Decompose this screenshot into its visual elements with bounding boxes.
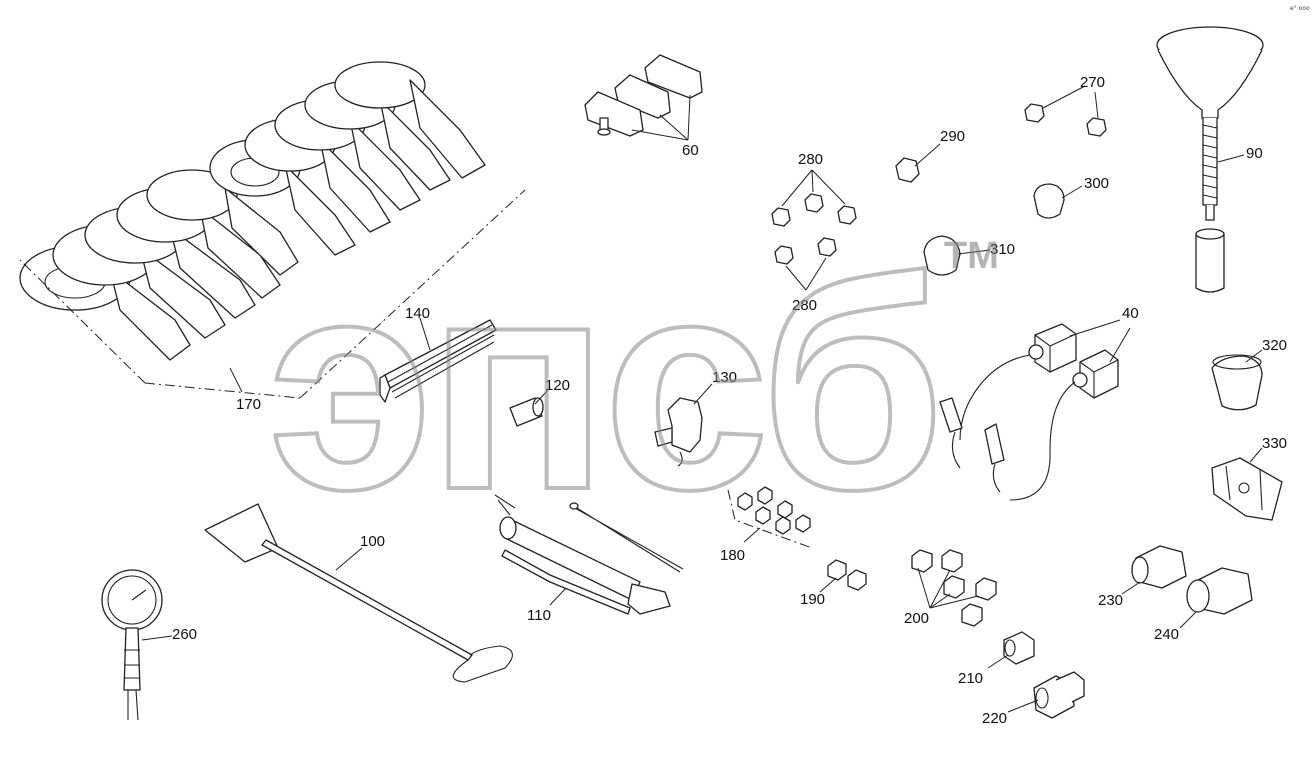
plug-icon — [1033, 183, 1065, 219]
corner-code: e° ooo — [1290, 5, 1310, 12]
callout-140: 140 — [405, 305, 430, 322]
fitting-220[interactable]: 220 — [982, 671, 1085, 727]
funnel-90[interactable]: 90 — [1156, 26, 1264, 293]
fitting-230[interactable]: 230 — [1098, 545, 1187, 609]
callout-320: 320 — [1262, 337, 1287, 354]
callout-60: 60 — [682, 142, 699, 159]
callout-180: 180 — [720, 547, 745, 564]
grease-gun-110[interactable]: 110 — [494, 494, 684, 624]
nipples-180[interactable]: 180 — [720, 486, 813, 564]
fitting-icon — [1003, 631, 1035, 665]
wedge-blocks-60[interactable]: 60 — [584, 54, 703, 159]
sensors-40[interactable]: 40 — [939, 305, 1139, 501]
strap-set-170[interactable]: 170 — [19, 61, 526, 413]
fitting-icon — [911, 549, 997, 627]
callout-220: 220 — [982, 710, 1007, 727]
fitting-icon — [654, 397, 703, 467]
valve-130[interactable]: 130 — [654, 369, 737, 467]
wedge-block-icon — [584, 54, 703, 137]
plugs-280[interactable]: 280 280 — [771, 151, 857, 314]
callout-280-bottom: 280 — [792, 297, 817, 314]
callout-240: 240 — [1154, 626, 1179, 643]
fitting-210[interactable]: 210 — [958, 631, 1035, 687]
callout-40: 40 — [1122, 305, 1139, 322]
fitting-240[interactable]: 240 — [1154, 567, 1253, 643]
callout-300: 300 — [1084, 175, 1109, 192]
callout-100: 100 — [360, 533, 385, 550]
plug-icon — [923, 235, 961, 276]
plug-290[interactable]: 290 — [895, 128, 965, 183]
scraper-100[interactable]: 100 — [204, 503, 513, 683]
fitting-icon — [827, 559, 867, 591]
scraper-icon — [204, 503, 513, 683]
callout-190: 190 — [800, 591, 825, 608]
callout-230: 230 — [1098, 592, 1123, 609]
sleeve-icon — [1211, 354, 1263, 411]
callout-90: 90 — [1246, 145, 1263, 162]
callout-310: 310 — [990, 241, 1015, 258]
sensor-icon — [939, 323, 1119, 501]
plug-icon — [1024, 103, 1045, 123]
callout-270: 270 — [1080, 74, 1105, 91]
plug-icon — [1086, 117, 1107, 137]
nipples-190[interactable]: 190 — [800, 559, 867, 608]
fitting-icon — [1033, 671, 1085, 719]
sleeve-330[interactable]: 330 — [1211, 435, 1287, 521]
callout-290: 290 — [940, 128, 965, 145]
fitting-icon — [1186, 567, 1253, 615]
callout-200: 200 — [904, 610, 929, 627]
callout-260: 260 — [172, 626, 197, 643]
pressure-gauge-icon — [101, 569, 163, 721]
sleeve-120[interactable]: 120 — [509, 377, 570, 427]
sleeve-icon — [509, 397, 544, 427]
plug-310[interactable]: 310 — [923, 235, 1015, 276]
callout-110: 110 — [527, 607, 551, 624]
ruler-140[interactable]: 140 — [379, 305, 497, 403]
strap-icon — [19, 61, 486, 361]
watermark: эпсб TM — [266, 214, 999, 554]
sleeve-320[interactable]: 320 — [1211, 337, 1287, 411]
plug-icon — [895, 157, 920, 183]
ruler-icon — [379, 319, 497, 403]
callout-330: 330 — [1262, 435, 1287, 452]
fitting-icon — [1131, 545, 1187, 589]
plug-300[interactable]: 300 — [1033, 175, 1109, 219]
callout-170: 170 — [236, 396, 261, 413]
funnel-icon — [1156, 26, 1264, 293]
watermark-text: эпсб — [268, 216, 939, 552]
plugs-270[interactable]: 270 — [1024, 74, 1107, 137]
watermark-tm: TM — [944, 235, 999, 277]
callout-130: 130 — [712, 369, 737, 386]
fitting-icon — [737, 486, 811, 535]
callout-120: 120 — [545, 377, 570, 394]
sleeve-icon — [1211, 457, 1283, 521]
callout-210: 210 — [958, 670, 983, 687]
fittings-200[interactable]: 200 — [904, 549, 997, 627]
grease-gun-icon — [494, 494, 684, 615]
pressure-gauge-260[interactable]: 260 — [101, 569, 197, 721]
plug-icon — [771, 193, 857, 265]
callout-280-top: 280 — [798, 151, 823, 168]
